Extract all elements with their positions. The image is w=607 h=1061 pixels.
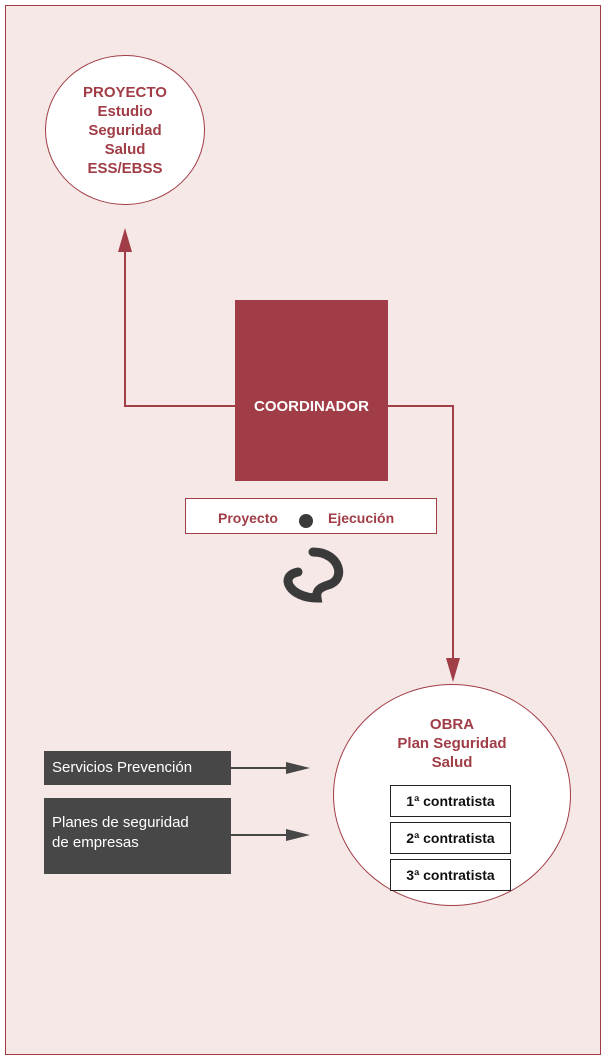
contractor-2: 2ª contratista bbox=[390, 822, 511, 854]
planes-arrowhead bbox=[286, 829, 310, 841]
servicios-prevencion-box: Servicios Prevención bbox=[44, 751, 231, 785]
arrowhead-up bbox=[118, 228, 132, 252]
connector-to-proyecto bbox=[124, 250, 235, 407]
planes-line-1: Planes de seguridad bbox=[52, 814, 189, 831]
servicios-prevencion-label: Servicios Prevención bbox=[52, 759, 193, 776]
proyecto-line-4: Salud bbox=[104, 141, 146, 158]
connector-to-obra bbox=[388, 405, 454, 660]
contractor-3: 3ª contratista bbox=[390, 859, 511, 891]
arrowhead-down bbox=[446, 658, 460, 682]
proyecto-circle: PROYECTO Estudio Seguridad Salud ESS/EBS… bbox=[45, 55, 205, 205]
servicios-arrowhead bbox=[286, 762, 310, 774]
question-hook-icon bbox=[283, 547, 344, 603]
contractor-1: 1ª contratista bbox=[390, 785, 511, 817]
proyecto-line-3: Seguridad bbox=[88, 122, 162, 139]
phase-proyecto-label: Proyecto bbox=[218, 510, 278, 526]
proyecto-line-1: PROYECTO bbox=[83, 84, 167, 101]
obra-text: OBRA Plan Seguridad Salud bbox=[334, 715, 570, 772]
proyecto-text: PROYECTO Estudio Seguridad Salud ESS/EBS… bbox=[46, 83, 204, 178]
coordinador-box bbox=[235, 300, 388, 481]
planes-line-2: de empresas bbox=[52, 834, 139, 851]
obra-line-3: Salud bbox=[431, 754, 473, 771]
coordinador-label: COORDINADOR bbox=[254, 398, 369, 415]
planes-empresas-box: Planes de seguridad de empresas bbox=[44, 798, 231, 874]
obra-line-1: OBRA bbox=[429, 716, 475, 733]
phase-ejecucion-label: Ejecución bbox=[328, 510, 395, 526]
proyecto-line-2: Estudio bbox=[97, 103, 153, 120]
obra-line-2: Plan Seguridad bbox=[397, 735, 507, 752]
proyecto-line-5: ESS/EBSS bbox=[87, 160, 163, 177]
